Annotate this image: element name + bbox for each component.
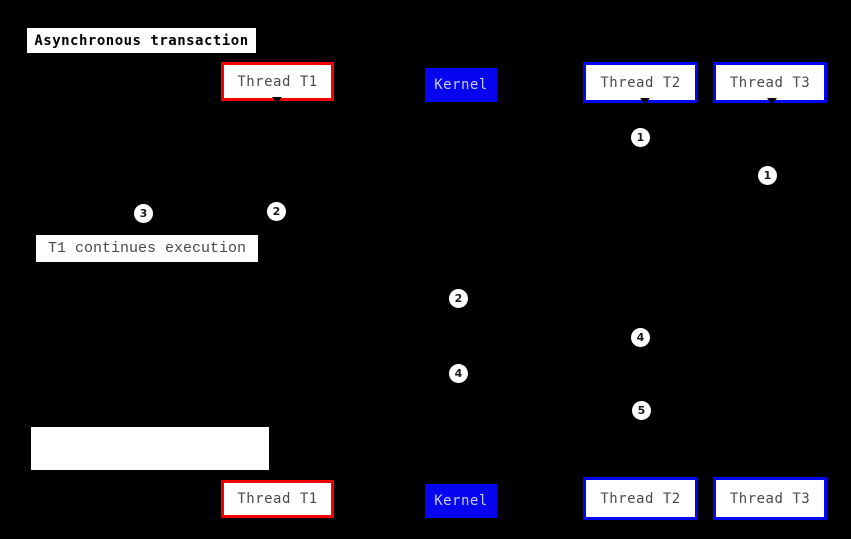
actor-kernel-top: Kernel <box>425 68 497 102</box>
note-empty-box <box>31 427 269 470</box>
lifeline-tick-icon <box>272 97 282 103</box>
actor-thread-t3-top: Thread T3 <box>713 62 827 103</box>
actor-thread-t1-bottom: Thread T1 <box>221 480 334 518</box>
step-marker: 2 <box>267 202 286 221</box>
step-marker: 1 <box>631 128 650 147</box>
arrowhead-icon <box>271 474 283 481</box>
step-marker: 1 <box>758 166 777 185</box>
actor-thread-t3-bottom: Thread T3 <box>713 477 827 520</box>
diagram-title: Asynchronous transaction <box>27 28 256 53</box>
lifeline-tick-icon <box>767 98 777 104</box>
step-marker: 4 <box>631 328 650 347</box>
actor-thread-t2-bottom: Thread T2 <box>583 477 698 520</box>
note-t1-continues: T1 continues execution <box>36 235 258 262</box>
step-marker: 2 <box>449 289 468 308</box>
actor-kernel-bottom: Kernel <box>425 484 497 518</box>
step-marker: 4 <box>449 364 468 383</box>
step-marker: 3 <box>134 204 153 223</box>
actor-thread-t1-top: Thread T1 <box>221 62 334 101</box>
lifeline-tick-icon <box>640 98 650 104</box>
step-marker: 5 <box>632 401 651 420</box>
actor-thread-t2-top: Thread T2 <box>583 62 698 103</box>
